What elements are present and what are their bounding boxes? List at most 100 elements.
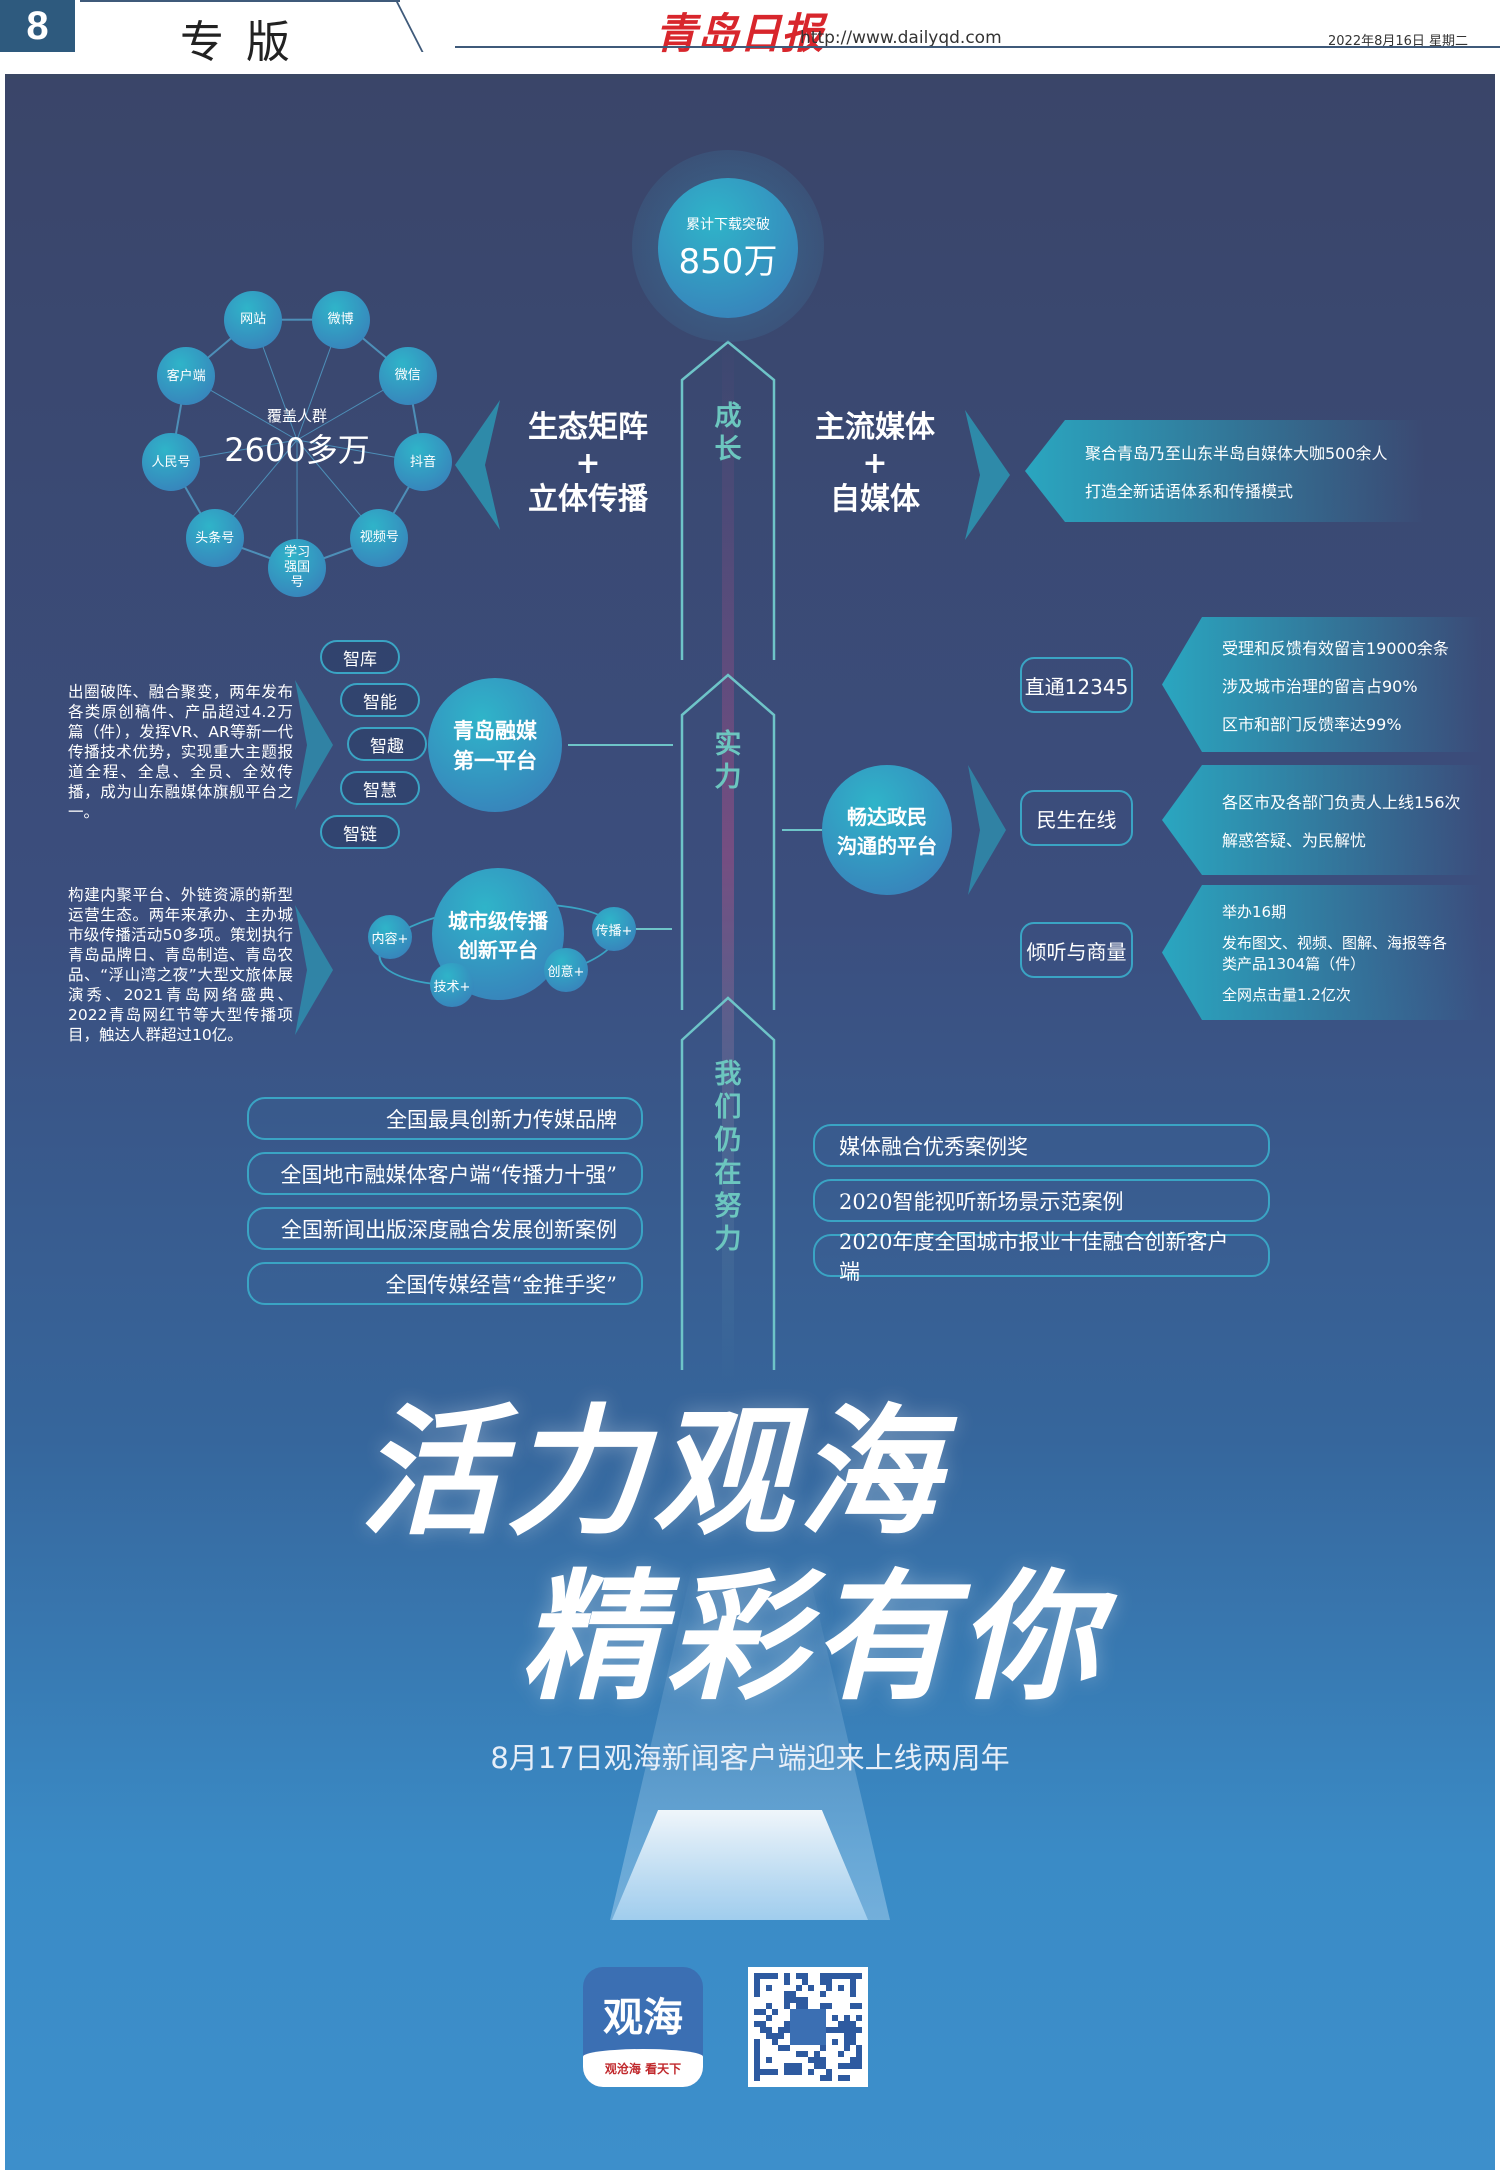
newspaper-url[interactable]: http://www.dailyqd.com [800,28,1002,48]
pill-zhiku: 智库 [320,640,400,674]
network-node-wechat: 微信 [378,346,437,405]
platform2-description: 构建内聚平台、外链资源的新型运营生态。两年来承办、主办城市级传播活动50多项。策… [68,886,293,1044]
qr-module [856,2003,862,2009]
qr-module [856,1973,862,1979]
qr-center-logo [790,2009,826,2045]
slogan-line-2: 精彩有你 [520,1556,1105,1720]
qr-module [820,2057,826,2063]
light-base [612,1810,868,1920]
newspaper-logo: 青岛日报 [655,9,824,58]
satellite-spread: 传播+ [592,907,636,951]
title-line: 青岛融媒 [453,718,537,743]
qr-module [838,1973,844,1979]
title-line: 自媒体 [830,482,920,517]
title-line: 主流媒体 [815,410,935,445]
qr-module [784,1979,790,1985]
spine-arrow-growth [680,340,776,660]
qr-module [772,2039,778,2045]
detail-line: 举办16期 [1222,902,1287,921]
qr-module [844,2039,850,2045]
qr-module [850,1985,856,1991]
qr-module [784,2063,790,2069]
detail-banner-listen: 举办16期发布图文、视频、图解、海报等各类产品1304篇（件）全网点击量1.2亿… [1162,885,1482,1020]
qr-module [850,1973,856,1979]
qr-module [784,2003,790,2009]
qr-module [844,1973,850,1979]
qr-module [772,1973,778,1979]
qr-module [850,2027,856,2033]
qr-module [778,2027,784,2033]
pill-zhiqu: 智趣 [347,727,427,761]
qr-module [850,1991,856,1997]
qr-module [790,1991,796,1997]
anniversary-subtitle: 8月17日观海新闻客户端迎来上线两周年 [490,1741,1010,1775]
issue-date: 2022年8月16日 星期二 [1328,34,1469,49]
qr-module [832,2027,838,2033]
qr-module [754,1973,760,1979]
title-line: 第一平台 [453,748,537,773]
qr-module [802,1979,808,1985]
qr-module [772,2009,778,2015]
qr-module [796,1997,802,2003]
network-node-toutiao: 头条号 [185,509,244,568]
network-node-douyin: 抖音 [394,433,453,492]
node-label: 抖音 [410,454,437,470]
network-node-weibo: 微博 [311,290,370,349]
page-number: 8 [0,0,75,52]
network-node-website: 网站 [224,290,283,349]
network-node-renmin: 人民号 [141,433,200,492]
qr-module [766,2003,772,2009]
qr-module [856,2027,862,2033]
pill-zhilian: 智链 [320,815,400,849]
qr-module [754,2051,760,2057]
qr-module [814,2051,820,2057]
qr-module [766,1985,772,1991]
node-label: 客户端 [166,368,206,384]
node-label: 网站 [240,312,267,328]
qr-module [856,2063,862,2069]
connector-line [568,744,673,746]
qr-module [844,2033,850,2039]
qr-module [832,2039,838,2045]
qr-module [856,2015,862,2021]
qr-module [820,1973,826,1979]
qr-module [850,1979,856,1985]
qr-module [760,2069,766,2075]
qr-module [850,2057,856,2063]
chevron-right-icon [965,410,1010,540]
connector-line [782,829,822,831]
downloads-value: 850万 [678,241,778,282]
qr-module [754,1979,760,1985]
detail-line: 涉及城市治理的留言占90% [1222,676,1418,696]
title-line: 立体传播 [528,482,648,517]
qr-module [844,2063,850,2069]
qr-module [796,2051,802,2057]
qr-code-pattern [754,1973,862,2081]
growth-right-title: 主流媒体+自媒体 [795,410,955,518]
app-icon[interactable]: 观海 观沧海 看天下 [583,1967,703,2087]
qr-module [838,2063,844,2069]
qr-module [766,2027,772,2033]
award-right-3: 2020年度全国城市报业十佳融合创新客户端 [813,1230,1270,1284]
qr-module [754,2009,760,2015]
qr-module [802,1973,808,1979]
qr-code[interactable] [748,1967,868,2087]
award-left-4: 全国传媒经营“金推手奖” [247,1262,643,1305]
app-icon-tagline: 观沧海 看天下 [583,2049,703,2087]
qr-module [826,2069,832,2075]
qr-module [838,1985,844,1991]
qr-module [820,1979,826,1985]
qr-module [808,2069,814,2075]
node-label: 人民号 [151,454,191,470]
network-node-client: 客户端 [157,347,216,406]
qr-module [772,2033,778,2039]
qr-module [754,2075,760,2081]
qr-module [796,1973,802,1979]
qr-module [796,2003,802,2009]
detail-line: 受理和反馈有效留言19000余条 [1222,638,1449,658]
item-listen-discuss: 倾听与商量 [1020,922,1133,978]
qr-module [790,2063,796,2069]
qr-module [778,2033,784,2039]
platform3-circle: 畅达政民沟通的平台 [822,765,952,895]
spine-label-effort: 我们仍在努力 [714,1059,742,1255]
